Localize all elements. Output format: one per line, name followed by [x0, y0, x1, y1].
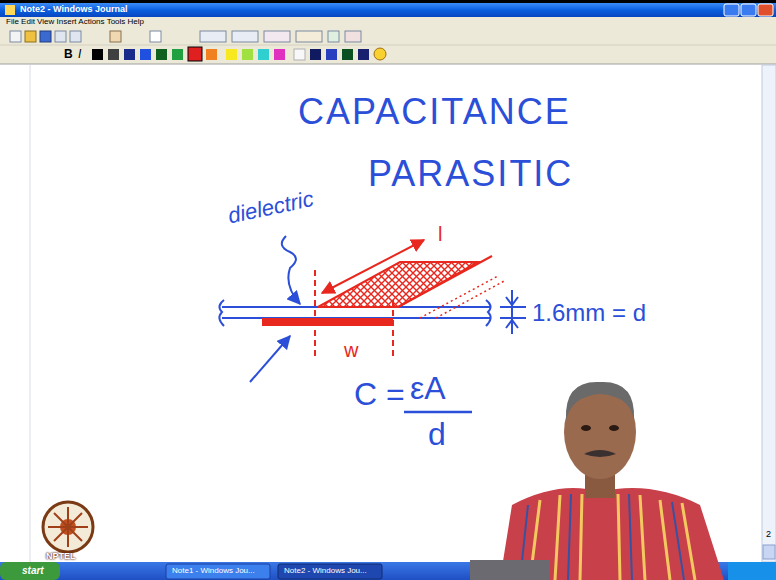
copper-trace	[318, 262, 478, 307]
toolbar-divider	[0, 45, 776, 46]
eraser-tool	[264, 31, 290, 42]
trace-edge	[436, 280, 506, 318]
maximize-button	[741, 4, 756, 16]
logo-rays	[48, 507, 88, 547]
window-title: Note2 - Windows Journal	[20, 5, 127, 14]
start-label: start	[22, 566, 44, 576]
page-number: 2	[766, 530, 771, 539]
color-swatch	[258, 49, 269, 60]
selection-tool	[296, 31, 322, 42]
shirt-stripes	[530, 494, 695, 580]
tool-icon	[110, 31, 121, 42]
formula-denominator: d	[428, 418, 446, 450]
ground-plane	[262, 318, 393, 326]
color-swatch	[172, 49, 183, 60]
color-palette	[92, 47, 386, 61]
scroll-arrow	[763, 545, 775, 559]
hair	[566, 382, 634, 420]
pointer-arrow	[250, 336, 290, 382]
tool-icon	[345, 31, 361, 42]
taskbar-item: Note2 - Windows Jou...	[284, 567, 367, 575]
italic-button: I	[78, 48, 81, 60]
smiley-icon	[374, 48, 386, 60]
color-swatch	[156, 49, 167, 60]
color-swatch	[358, 49, 369, 60]
color-swatch	[310, 49, 321, 60]
formula-numerator: εA	[410, 372, 446, 404]
title-bar	[0, 3, 776, 17]
dielectric-label: dielectric	[226, 188, 315, 228]
tray-area	[728, 562, 776, 580]
close-button	[758, 4, 773, 16]
logo-text: NPTEL	[46, 552, 76, 561]
break-mark	[486, 300, 491, 326]
tool-icon	[328, 31, 339, 42]
scrollbar	[762, 65, 776, 562]
color-swatch	[140, 49, 151, 60]
tool-icon	[70, 31, 81, 42]
heading: PARASITIC	[368, 156, 573, 192]
toolbar	[0, 28, 776, 64]
thickness-mark	[500, 306, 526, 308]
taskbar-button	[166, 564, 270, 579]
break-mark	[219, 300, 224, 326]
laptop	[470, 560, 550, 580]
color-swatch	[226, 49, 237, 60]
color-swatch	[326, 49, 337, 60]
heading: CAPACITANCE	[298, 94, 571, 130]
color-swatch	[274, 49, 285, 60]
color-swatch	[242, 49, 253, 60]
tool-icon	[10, 31, 21, 42]
minimize-button	[724, 4, 739, 16]
width-label: w	[344, 340, 358, 360]
tool-icon	[150, 31, 161, 42]
length-label: l	[438, 224, 442, 244]
color-swatch	[294, 49, 305, 60]
frame-edge	[0, 0, 776, 3]
trace-edge	[420, 276, 498, 318]
pcb-illustration	[219, 236, 526, 412]
menu-items: File Edit View Insert Actions Tools Help	[6, 18, 144, 26]
dielectric-arrow	[282, 236, 300, 304]
taskbar-item: Note1 - Windows Jou...	[172, 567, 255, 575]
page-margin	[30, 65, 31, 562]
color-swatch	[124, 49, 135, 60]
thickness-arrowheads	[506, 297, 518, 328]
color-swatch	[108, 49, 119, 60]
thickness-dimension: 1.6mm = d	[532, 301, 646, 325]
pen-tool	[200, 31, 226, 42]
pen-tool	[232, 31, 258, 42]
bold-button: B	[64, 48, 73, 60]
formula-text: C =	[354, 378, 405, 410]
app-icon	[5, 5, 15, 15]
fraction-bar	[404, 411, 472, 414]
logo-ring	[43, 502, 93, 552]
tool-icon	[40, 31, 51, 42]
menu-bar	[0, 17, 776, 28]
thickness-mark	[500, 317, 526, 319]
color-swatch	[92, 49, 103, 60]
length-arrow	[322, 240, 424, 293]
tool-icon	[55, 31, 66, 42]
width-guide	[314, 270, 316, 356]
taskbar-button	[278, 564, 382, 579]
eye	[581, 425, 591, 431]
color-swatch	[342, 49, 353, 60]
color-swatch	[188, 47, 202, 61]
start-button	[0, 562, 60, 580]
eye	[609, 425, 619, 431]
color-swatch	[206, 49, 217, 60]
thickness-mark	[511, 290, 513, 334]
nptel-logo	[43, 502, 93, 552]
tool-icon	[25, 31, 36, 42]
lecturer-figure	[470, 382, 724, 580]
width-guide	[392, 300, 394, 356]
mustache	[584, 450, 616, 457]
toolbar-icons	[10, 31, 361, 42]
toolbar-divider	[0, 64, 776, 65]
trace-edge	[398, 256, 492, 307]
